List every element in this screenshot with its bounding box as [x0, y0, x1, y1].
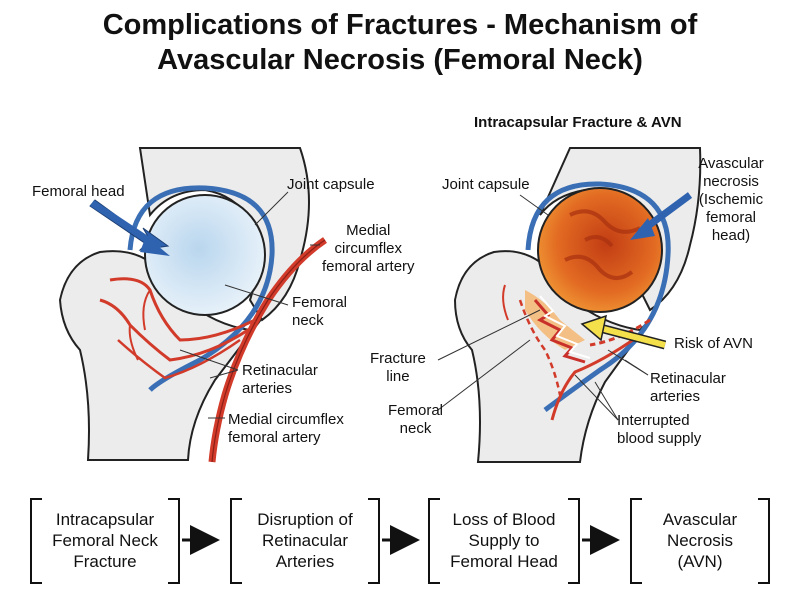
right-hip-illustration [437, 147, 702, 463]
label-joint-capsule-right: Joint capsule [442, 176, 530, 193]
right-joint-capsule [525, 181, 671, 413]
right-retinacular-artery-2 [550, 333, 641, 421]
label-avascular-necrosis: Avascular necrosis (Ischemic femoral hea… [698, 155, 764, 244]
label-femoral-neck-left: Femoral neck [292, 294, 348, 329]
label-femoral-neck-right: Femoral neck [388, 402, 444, 437]
flow-step-1-text: Intracapsular Femoral Neck Fracture [52, 509, 158, 571]
right-necrotic-femoral-head [537, 187, 663, 313]
label-retinacular-left: Retinacular arteries [242, 362, 318, 397]
left-joint-capsule [127, 185, 275, 392]
flow-step-3-text: Loss of Blood Supply to Femoral Head [450, 509, 558, 571]
right-panel-subtitle: Intracapsular Fracture & AVN [474, 114, 682, 131]
title-line-2: Avascular Necrosis (Femoral Neck) [157, 44, 643, 76]
flow-step-4: Avascular Necrosis (AVN) [630, 498, 770, 584]
flow-step-1: Intracapsular Femoral Neck Fracture [30, 498, 180, 584]
flow-step-3: Loss of Blood Supply to Femoral Head [428, 498, 580, 584]
flow-step-2: Disruption of Retinacular Arteries [230, 498, 380, 584]
left-retinacular-artery-2 [99, 298, 249, 362]
label-medial-artery-top: Medial circumflex femoral artery [322, 222, 415, 275]
flow-step-4-text: Avascular Necrosis (AVN) [662, 509, 738, 571]
flow-step-2-text: Disruption of Retinacular Arteries [257, 509, 353, 571]
label-femoral-head: Femoral head [32, 183, 125, 200]
label-joint-capsule-left: Joint capsule [287, 176, 375, 193]
left-femoral-head [144, 194, 266, 316]
label-medial-artery-bottom: Medial circumflex femoral artery [228, 411, 344, 446]
label-retinacular-right: Retinacular arteries [650, 370, 726, 405]
left-retinacular-artery-3 [117, 338, 241, 380]
label-fracture-line: Fracture line [370, 350, 426, 385]
title-line-1: Complications of Fractures - Mechanism o… [102, 9, 698, 41]
left-hip-illustration [58, 147, 327, 463]
left-retinacular-artery-1 [109, 277, 256, 342]
label-risk-of-avn: Risk of AVN [674, 335, 753, 352]
label-interrupted-blood-supply: Interrupted blood supply [617, 412, 702, 447]
page-title: Complications of Fractures - Mechanism o… [0, 8, 800, 78]
